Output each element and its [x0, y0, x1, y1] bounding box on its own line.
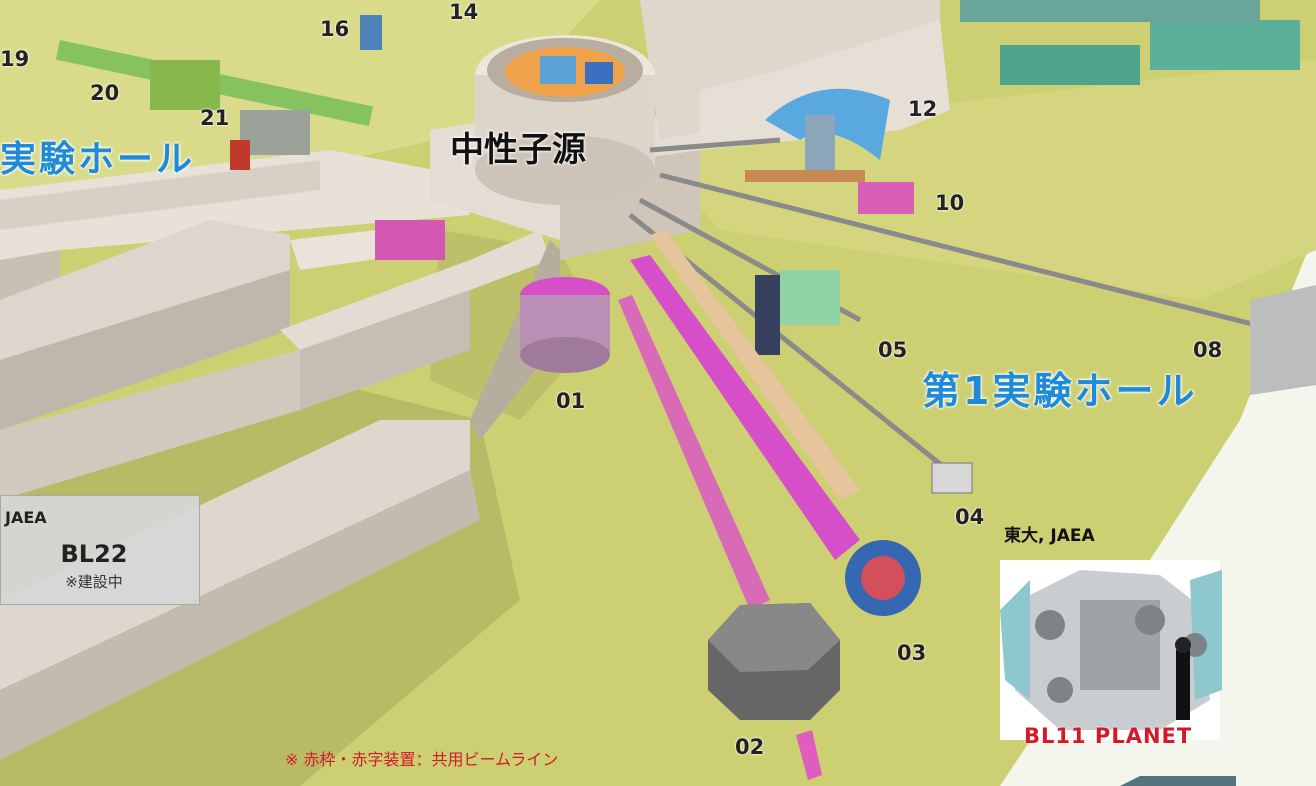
bl22-org: JAEA: [5, 508, 47, 527]
bl02-instrument-top: [708, 603, 840, 672]
bl05-instrument: [755, 270, 840, 355]
monolith: [430, 0, 950, 260]
bl03-guide: [630, 255, 860, 560]
beamline-label-03: 03: [897, 641, 927, 665]
bl11-planet-image: [1000, 560, 1222, 740]
beamline-label-01: 01: [556, 389, 586, 413]
bl02-guide: [618, 295, 770, 610]
shared-beamline-footnote: ※ 赤枠・赤字装置：共用ビームライン: [285, 750, 559, 769]
bl01-instrument: [520, 277, 610, 373]
bl04-guide: [650, 230, 860, 500]
bl11-org: 東大, JAEA: [1004, 526, 1095, 546]
beamline-label-04: 04: [955, 505, 985, 529]
beamline-label-12: 12: [908, 97, 938, 121]
hall1-upper-devices: [960, 0, 1300, 85]
bl10-instrument: [858, 182, 914, 214]
bl12-instrument: [745, 88, 890, 182]
bl22-info-panel: JAEA BL22 ※建設中: [0, 495, 200, 605]
hall2-label: 実験ホール: [0, 139, 196, 180]
beamline-label-02: 02: [735, 735, 765, 759]
bottom-device: [1120, 776, 1236, 786]
bl11-name: BL11 PLANET: [1024, 724, 1193, 748]
hall2-devices: [55, 15, 445, 260]
beamline-label-10: 10: [935, 191, 965, 215]
bl08-instrument: [1250, 285, 1316, 395]
beamline-label-05: 05: [878, 338, 908, 362]
bl04-instrument: [931, 462, 973, 494]
bl22-id: BL22: [60, 540, 128, 568]
beamline-label-08: 08: [1193, 338, 1223, 362]
neutron-source-label: 中性子源: [450, 130, 586, 170]
beamline-label-19: 19: [0, 47, 30, 71]
bl22-status: ※建設中: [65, 573, 123, 591]
beamline-label-21: 21: [200, 106, 230, 130]
beamline-label-20: 20: [90, 81, 120, 105]
beamline-label-14: 14: [449, 0, 479, 24]
shielding-walls: [0, 150, 560, 760]
beamline-label-16: 16: [320, 17, 350, 41]
bl02-pink-marker: [796, 730, 822, 780]
hall1-label: 第1実験ホール: [922, 369, 1198, 413]
